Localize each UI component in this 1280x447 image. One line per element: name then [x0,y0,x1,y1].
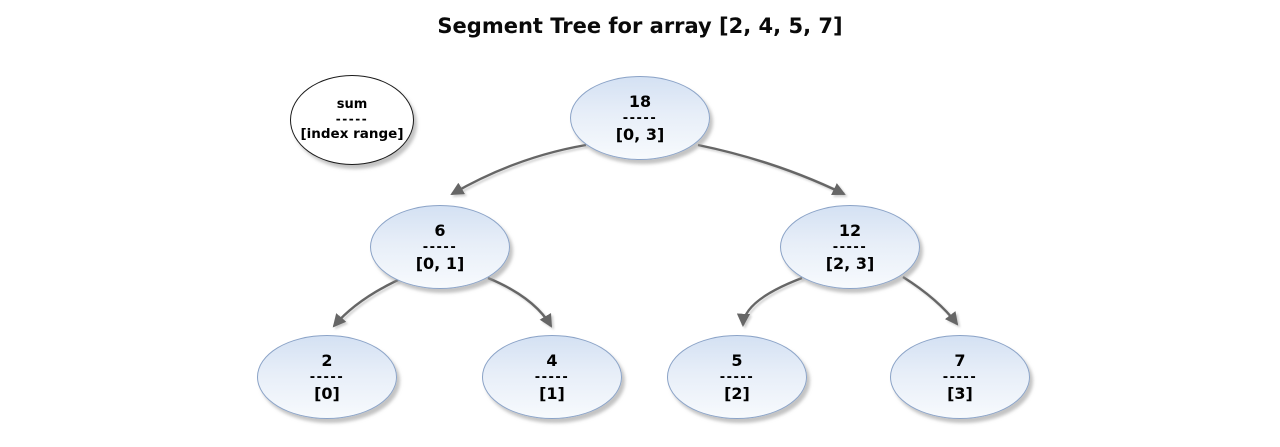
legend-range: [index range] [300,126,404,142]
legend-node: sum ----- [index range] [290,75,414,165]
node-range: [3] [947,383,973,403]
node-divider: ----- [422,239,458,255]
node-divider: ----- [832,239,868,255]
node-leaf-1: 4 ----- [1] [482,335,622,419]
node-divider: ----- [622,110,658,126]
node-left-child: 6 ----- [0, 1] [370,205,510,289]
edge-root-to-right [697,143,846,196]
node-range: [0, 1] [415,253,465,273]
node-range: [1] [539,383,565,403]
node-value: 12 [838,220,862,240]
node-divider: ----- [309,369,345,385]
edge-left-to-leaf1 [487,276,553,328]
node-range: [0, 3] [615,124,665,144]
node-root: 18 ----- [0, 3] [570,76,710,160]
node-divider: ----- [942,369,978,385]
diagram-title: Segment Tree for array [2, 4, 5, 7] [437,14,843,38]
node-value: 5 [731,350,743,370]
edge-right-to-leaf3 [902,275,959,326]
node-value: 18 [628,91,652,111]
legend-label: sum [336,97,368,112]
node-leaf-0: 2 ----- [0] [257,335,397,419]
edge-left-to-leaf0 [332,278,399,328]
edge-right-to-leaf2 [736,276,803,327]
node-right-child: 12 ----- [2, 3] [780,205,920,289]
node-divider: ----- [534,369,570,385]
node-range: [2, 3] [825,253,875,273]
node-value: 2 [321,350,333,370]
edge-root-to-left [450,143,587,196]
node-value: 7 [954,350,966,370]
node-value: 4 [546,350,558,370]
legend-divider: ----- [335,112,369,126]
node-range: [2] [724,383,750,403]
node-divider: ----- [719,369,755,385]
node-range: [0] [314,383,340,403]
node-value: 6 [434,220,446,240]
node-leaf-2: 5 ----- [2] [667,335,807,419]
node-leaf-3: 7 ----- [3] [890,335,1030,419]
